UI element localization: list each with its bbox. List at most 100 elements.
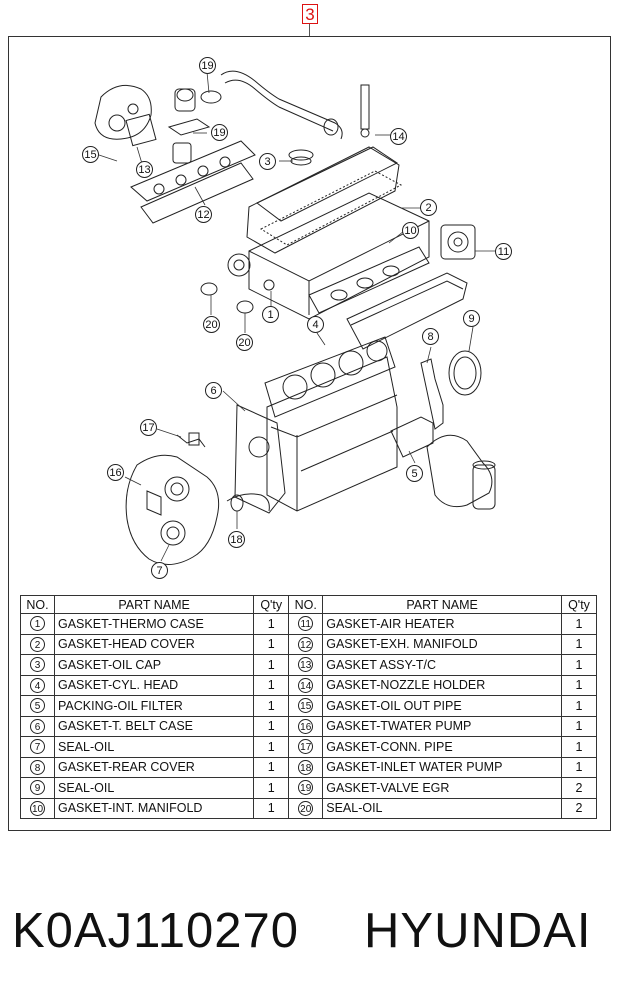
- table-row: 2 GASKET-HEAD COVER 1 12 GASKET-EXH. MAN…: [20, 633, 597, 655]
- table-row: 8 GASKET-REAR COVER 1 18 GASKET-INLET WA…: [20, 756, 597, 778]
- part-name: GASKET-THERMO CASE: [53, 613, 255, 635]
- header-no-right: NO.: [288, 595, 324, 614]
- part-qty: 1: [253, 654, 290, 676]
- conn-pipe-drawing: [176, 434, 206, 448]
- callout-12: 12: [195, 206, 212, 223]
- callout-16: 16: [107, 464, 124, 481]
- callout-8: 8: [422, 328, 439, 345]
- header-no-left: NO.: [20, 595, 55, 614]
- part-number-badge: 20: [298, 800, 314, 816]
- table-row: 1 GASKET-THERMO CASE 1 11 GASKET-AIR HEA…: [20, 613, 597, 635]
- part-qty: 1: [253, 715, 290, 737]
- part-qty: 1: [253, 674, 290, 696]
- callout-9: 9: [463, 310, 480, 327]
- part-number-badge: 5: [30, 698, 45, 714]
- footer-part-number: K0AJ110270: [12, 904, 299, 958]
- callout-20-right: 20: [236, 334, 253, 351]
- leader-lines: [98, 71, 495, 562]
- cylinder-head-drawing: [227, 192, 430, 320]
- header-qty-left: Q'ty: [253, 595, 290, 614]
- part-number-badge: 2: [30, 636, 45, 652]
- part-qty: 1: [561, 715, 597, 737]
- callout-3: 3: [259, 153, 276, 170]
- part-qty: 1: [561, 695, 597, 717]
- reference-leader-line: [309, 24, 310, 36]
- part-name: GASKET-AIR HEATER: [322, 613, 562, 635]
- callout-6: 6: [205, 382, 222, 399]
- part-number-badge: 13: [298, 657, 314, 673]
- seal-oil-right: [236, 300, 254, 314]
- cylinder-head-gasket-drawing: [264, 336, 396, 418]
- part-qty: 2: [561, 777, 597, 799]
- part-number-badge: 14: [298, 677, 314, 693]
- part-qty: 2: [561, 797, 597, 819]
- part-number-badge: 1: [30, 616, 45, 632]
- callout-7: 7: [151, 562, 168, 579]
- callout-19-top: 19: [199, 57, 216, 74]
- part-number-badge: 15: [298, 698, 314, 714]
- table-row: 5 PACKING-OIL FILTER 1 15 GASKET-OIL OUT…: [20, 695, 597, 717]
- part-number-badge: 7: [30, 739, 45, 755]
- rear-cover-drawing: [420, 358, 444, 430]
- part-name: GASKET-INT. MANIFOLD: [53, 797, 255, 819]
- part-number-badge: 18: [298, 759, 314, 775]
- table-header-row: NO. PART NAME Q'ty NO. PART NAME Q'ty: [20, 595, 597, 614]
- callout-18: 18: [228, 531, 245, 548]
- seal-oil-left: [200, 282, 218, 296]
- header-part-name-left: PART NAME: [53, 595, 255, 614]
- air-heater-drawing: [440, 224, 476, 260]
- head-cover-drawing: [246, 146, 403, 254]
- water-pump-drawing: [125, 454, 270, 565]
- table-row: 7 SEAL-OIL 1 17 GASKET-CONN. PIPE 1: [20, 736, 597, 758]
- header-qty-right: Q'ty: [561, 595, 597, 614]
- part-qty: 1: [253, 756, 290, 778]
- part-qty: 1: [253, 777, 290, 799]
- egr-valve-drawing: [167, 88, 211, 164]
- part-name: GASKET-REAR COVER: [53, 756, 255, 778]
- callout-14: 14: [390, 128, 407, 145]
- part-number-badge: 8: [30, 759, 45, 775]
- footer-brand: HYUNDAI: [364, 904, 592, 958]
- callout-19-lower: 19: [211, 124, 228, 141]
- nozzle-holder-drawing: [360, 84, 370, 138]
- part-number-badge: 11: [298, 616, 314, 632]
- intake-manifold-drawing: [308, 246, 468, 350]
- table-row: 9 SEAL-OIL 1 19 GASKET-VALVE EGR 2: [20, 777, 597, 799]
- part-name: SEAL-OIL: [53, 777, 255, 799]
- part-name: GASKET-CYL. HEAD: [53, 674, 255, 696]
- part-qty: 1: [561, 654, 597, 676]
- egr-pipe-drawing: [200, 70, 343, 140]
- exploded-engine-drawing: [94, 70, 496, 565]
- table-row: 6 GASKET-T. BELT CASE 1 16 GASKET-TWATER…: [20, 715, 597, 737]
- callout-10: 10: [402, 222, 419, 239]
- part-qty: 1: [561, 736, 597, 758]
- part-name: PACKING-OIL FILTER: [53, 695, 255, 717]
- part-qty: 1: [253, 736, 290, 758]
- part-qty: 1: [253, 613, 290, 635]
- callout-20-left: 20: [203, 316, 220, 333]
- header-part-name-right: PART NAME: [322, 595, 562, 614]
- part-name: GASKET-HEAD COVER: [53, 633, 255, 655]
- part-name: GASKET-INLET WATER PUMP: [322, 756, 562, 778]
- table-row: 4 GASKET-CYL. HEAD 1 14 GASKET-NOZZLE HO…: [20, 674, 597, 696]
- part-number-badge: 17: [298, 739, 314, 755]
- part-number-badge: 16: [298, 718, 314, 734]
- part-name: SEAL-OIL: [53, 736, 255, 758]
- part-number-badge: 19: [298, 780, 314, 796]
- footer-caption: K0AJ110270 HYUNDAI: [0, 900, 618, 970]
- part-qty: 1: [561, 613, 597, 635]
- part-name: GASKET-T. BELT CASE: [53, 715, 255, 737]
- part-name: GASKET-VALVE EGR: [322, 777, 562, 799]
- callout-11: 11: [495, 243, 512, 260]
- part-qty: 1: [253, 695, 290, 717]
- callout-1: 1: [262, 306, 279, 323]
- part-qty: 1: [253, 797, 290, 819]
- oil-filter-drawing: [390, 416, 496, 510]
- callout-4: 4: [307, 316, 324, 333]
- diagram-reference-number: 3: [302, 4, 318, 24]
- part-name: GASKET-OIL OUT PIPE: [322, 695, 562, 717]
- part-number-badge: 6: [30, 718, 45, 734]
- part-number-badge: 4: [30, 677, 45, 693]
- part-name: GASKET-OIL CAP: [53, 654, 255, 676]
- part-name: GASKET-NOZZLE HOLDER: [322, 674, 562, 696]
